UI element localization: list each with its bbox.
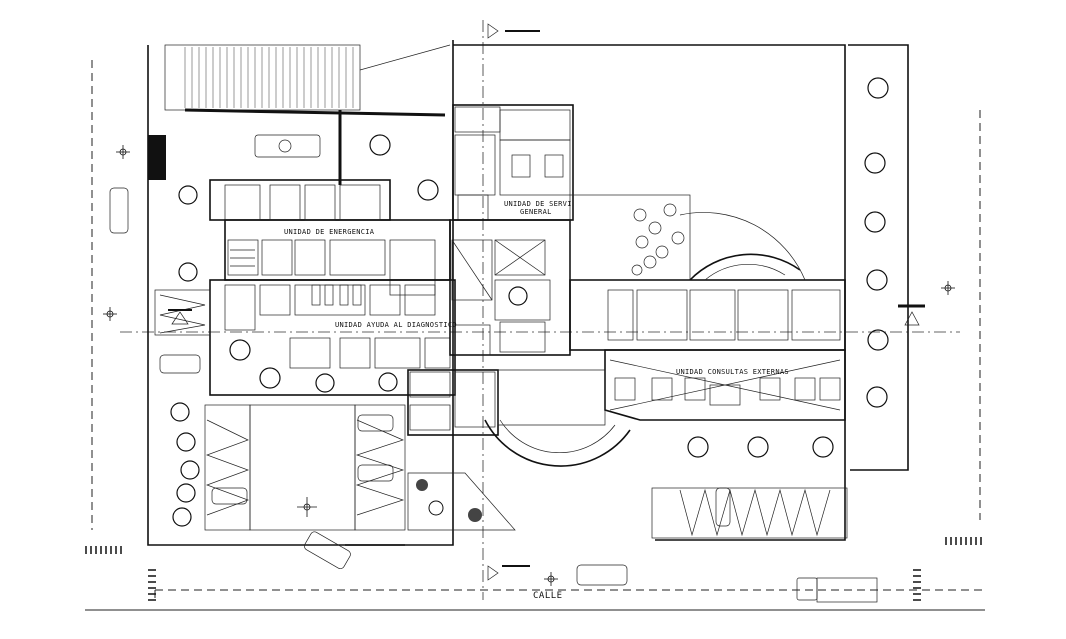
emergency-block: UNIDAD DE ENERGENCIA <box>209 179 451 296</box>
general-services-label-line1: UNIDAD DE SERVI <box>504 200 572 208</box>
outpatient-block: UNIDAD CONSULTAS EXTERNAS <box>569 279 846 421</box>
curved-hall-east <box>569 194 806 281</box>
diagnostic-unit-label: UNIDAD AYUDA AL DIAGNOSTICO <box>335 321 457 329</box>
trees <box>170 77 889 527</box>
diagnostic-block: UNIDAD AYUDA AL DIAGNOSTICO <box>209 279 457 396</box>
scale-marks <box>85 537 982 601</box>
outpatient-unit-label: UNIDAD CONSULTAS EXTERNAS <box>676 368 789 376</box>
emergency-unit-label: UNIDAD DE ENERGENCIA <box>284 228 375 236</box>
section-markers <box>168 23 925 581</box>
central-core <box>449 219 571 356</box>
general-services-block: UNIDAD DE SERVI GENERAL <box>452 104 574 221</box>
entrance-canopy <box>148 44 451 185</box>
street-label: CALLE <box>533 591 563 601</box>
garden-patch <box>407 472 516 531</box>
property-boundary <box>85 60 985 611</box>
site-walls <box>147 40 909 546</box>
parking-west <box>154 289 406 531</box>
parking-south <box>651 487 848 539</box>
cars <box>109 187 878 603</box>
axis-lines <box>120 20 960 600</box>
ambulance <box>254 134 321 158</box>
level-markers <box>103 145 955 586</box>
curved-lobby-south <box>484 369 631 467</box>
general-services-label-line2: GENERAL <box>520 208 552 216</box>
